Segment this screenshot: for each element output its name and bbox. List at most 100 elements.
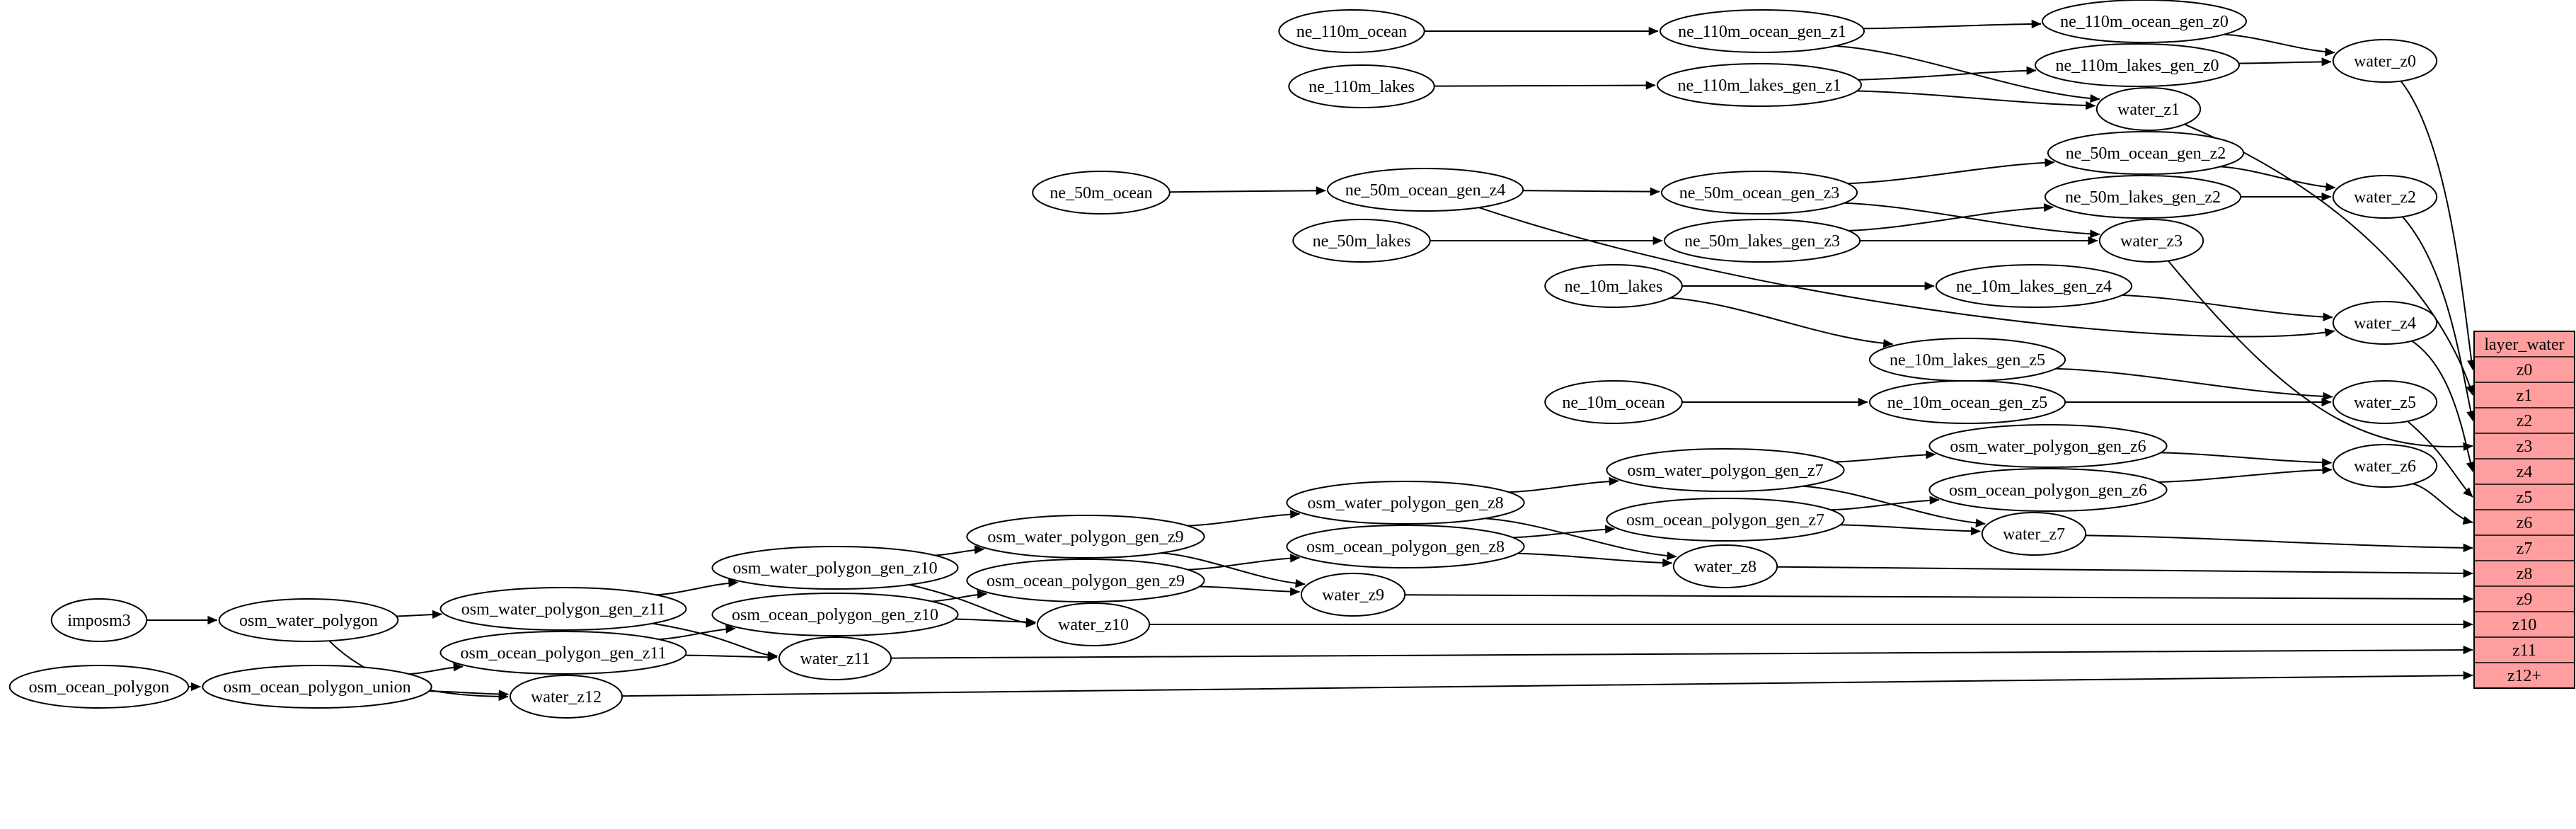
node-osm_water_polygon_gen_z9: osm_water_polygon_gen_z9 bbox=[966, 515, 1205, 559]
node-label-water_z0: water_z0 bbox=[2354, 52, 2416, 71]
node-water_z10: water_z10 bbox=[1036, 602, 1151, 646]
node-ellipse-water_z6 bbox=[2332, 444, 2438, 488]
record-row-z9: z9 bbox=[2517, 590, 2533, 609]
node-label-osm_ocean_polygon_gen_z6: osm_ocean_polygon_gen_z6 bbox=[1949, 481, 2147, 500]
node-label-osm_water_polygon_gen_z7: osm_water_polygon_gen_z7 bbox=[1627, 462, 1823, 480]
node-ellipse-osm_water_polygon_gen_z10 bbox=[711, 546, 959, 590]
edge-osm_ocean_polygon_gen_z7-to-water_z7 bbox=[1840, 524, 1981, 536]
node-ellipse-ne_50m_ocean bbox=[1032, 171, 1171, 215]
edge-ne_110m_lakes_gen_z1-to-water_z1 bbox=[1857, 90, 2096, 110]
node-ellipse-water_z9 bbox=[1300, 573, 1406, 617]
node-label-water_z2: water_z2 bbox=[2354, 188, 2416, 207]
node-ne_50m_ocean_gen_z2: ne_50m_ocean_gen_z2 bbox=[2047, 131, 2245, 175]
node-water_z6: water_z6 bbox=[2332, 444, 2438, 488]
edge-ne_110m_lakes_gen_z0-to-water_z0 bbox=[2238, 57, 2332, 67]
node-ne_50m_lakes_gen_z2: ne_50m_lakes_gen_z2 bbox=[2044, 175, 2242, 219]
node-label-ne_10m_lakes_gen_z5: ne_10m_lakes_gen_z5 bbox=[1890, 351, 2045, 370]
node-ne_10m_ocean: ne_10m_ocean bbox=[1544, 380, 1683, 424]
node-ne_50m_ocean_gen_z4: ne_50m_ocean_gen_z4 bbox=[1326, 168, 1524, 212]
node-ellipse-ne_10m_lakes bbox=[1544, 264, 1683, 308]
node-ellipse-ne_50m_ocean_gen_z2 bbox=[2047, 131, 2245, 175]
record-row-z2: z2 bbox=[2517, 412, 2533, 430]
node-ne_50m_ocean_gen_z3: ne_50m_ocean_gen_z3 bbox=[1660, 171, 1858, 215]
node-ellipse-ne_50m_lakes bbox=[1292, 219, 1431, 263]
edge-water_z6-to-layer_water-z6 bbox=[2413, 483, 2473, 525]
record-header: layer_water bbox=[2484, 336, 2564, 354]
edge-osm_ocean_polygon_gen_z10-to-water_z10 bbox=[955, 617, 1036, 627]
node-label-osm_ocean_polygon_gen_z10: osm_ocean_polygon_gen_z10 bbox=[732, 606, 938, 624]
node-label-ne_110m_lakes_gen_z0: ne_110m_lakes_gen_z0 bbox=[2055, 57, 2219, 75]
node-ellipse-osm_ocean_polygon_gen_z9 bbox=[966, 559, 1205, 602]
edge-osm_ocean_polygon_gen_z10-to-osm_ocean_polygon_gen_z9 bbox=[931, 590, 987, 602]
edge-ne_50m_ocean_gen_z4-to-ne_50m_ocean_gen_z3 bbox=[1522, 187, 1660, 196]
node-label-water_z11: water_z11 bbox=[800, 650, 870, 668]
record-row-z4: z4 bbox=[2517, 463, 2533, 481]
node-label-water_z9: water_z9 bbox=[1322, 586, 1384, 605]
node-label-osm_water_polygon_gen_z11: osm_water_polygon_gen_z11 bbox=[461, 600, 665, 619]
edge-osm_ocean_polygon_gen_z11-to-water_z11 bbox=[685, 653, 778, 662]
node-ellipse-ne_50m_lakes_gen_z2 bbox=[2044, 175, 2242, 219]
edge-water_z3-to-layer_water-z3 bbox=[2167, 260, 2473, 452]
record-row-z5: z5 bbox=[2517, 488, 2533, 507]
edge-water_z4-to-layer_water-z4 bbox=[2411, 340, 2475, 472]
node-osm_ocean_polygon: osm_ocean_polygon bbox=[8, 665, 190, 709]
node-ellipse-osm_water_polygon_gen_z11 bbox=[439, 587, 687, 631]
node-label-water_z6: water_z6 bbox=[2354, 457, 2416, 476]
edge-ne_50m_ocean-to-ne_50m_ocean_gen_z4 bbox=[1169, 186, 1326, 195]
node-label-ne_50m_ocean_gen_z4: ne_50m_ocean_gen_z4 bbox=[1345, 181, 1506, 200]
node-ne_10m_lakes_gen_z4: ne_10m_lakes_gen_z4 bbox=[1935, 264, 2133, 308]
node-label-ne_110m_ocean_gen_z1: ne_110m_ocean_gen_z1 bbox=[1678, 23, 1846, 41]
edge-osm_ocean_polygon_gen_z6-to-water_z6 bbox=[2158, 465, 2333, 483]
record-row-z10: z10 bbox=[2512, 616, 2537, 634]
edge-osm_water_polygon-to-osm_water_polygon_gen_z11 bbox=[396, 610, 442, 619]
node-osm_ocean_polygon_gen_z10: osm_ocean_polygon_gen_z10 bbox=[711, 593, 959, 636]
node-water_z1: water_z1 bbox=[2095, 87, 2202, 131]
node-osm_ocean_polygon_union: osm_ocean_polygon_union bbox=[202, 665, 432, 709]
edge-osm_water_polygon_gen_z8-to-osm_water_polygon_gen_z7 bbox=[1508, 476, 1619, 493]
node-ellipse-water_z4 bbox=[2332, 301, 2438, 345]
node-ne_50m_ocean: ne_50m_ocean bbox=[1032, 171, 1171, 215]
node-label-osm_ocean_polygon: osm_ocean_polygon bbox=[29, 678, 170, 697]
edge-osm_water_polygon_gen_z7-to-osm_water_polygon_gen_z6 bbox=[1834, 450, 1936, 463]
edge-ne_50m_ocean_gen_z3-to-water_z3 bbox=[1844, 202, 2100, 239]
node-imposm3: imposm3 bbox=[50, 598, 148, 642]
node-ne_10m_lakes_gen_z5: ne_10m_lakes_gen_z5 bbox=[1868, 338, 2066, 382]
record-row-z11: z11 bbox=[2512, 641, 2536, 660]
record-row-z0: z0 bbox=[2517, 361, 2533, 379]
edge-water_z12-to-layer_water-z12+ bbox=[622, 670, 2473, 697]
node-water_z4: water_z4 bbox=[2332, 301, 2438, 345]
node-ellipse-ne_50m_ocean_gen_z3 bbox=[1660, 171, 1858, 215]
edge-osm_ocean_polygon_gen_z7-to-osm_ocean_polygon_gen_z6 bbox=[1830, 496, 1940, 511]
node-ellipse-osm_ocean_polygon_gen_z7 bbox=[1606, 498, 1845, 542]
edge-water_z8-to-layer_water-z8 bbox=[1777, 566, 2473, 578]
node-ellipse-osm_water_polygon_gen_z7 bbox=[1606, 448, 1845, 492]
record-row-z1: z1 bbox=[2517, 387, 2533, 405]
node-label-ne_10m_lakes: ne_10m_lakes bbox=[1565, 278, 1663, 296]
edge-ne_50m_ocean_gen_z3-to-ne_50m_ocean_gen_z2 bbox=[1847, 158, 2055, 185]
edge-osm_ocean_polygon_union-to-osm_ocean_polygon_gen_z11 bbox=[408, 663, 464, 675]
node-label-water_z12: water_z12 bbox=[531, 688, 602, 707]
node-ne_110m_ocean: ne_110m_ocean bbox=[1278, 9, 1425, 53]
node-water_z8: water_z8 bbox=[1672, 544, 1778, 588]
node-ne_10m_ocean_gen_z5: ne_10m_ocean_gen_z5 bbox=[1868, 380, 2066, 424]
node-ellipse-osm_water_polygon bbox=[218, 598, 399, 642]
edge-osm_water_polygon_gen_z10-to-osm_water_polygon_gen_z9 bbox=[934, 545, 985, 556]
node-osm_ocean_polygon_gen_z11: osm_ocean_polygon_gen_z11 bbox=[439, 631, 687, 675]
node-osm_water_polygon_gen_z11: osm_water_polygon_gen_z11 bbox=[439, 587, 687, 631]
node-label-osm_ocean_polygon_gen_z9: osm_ocean_polygon_gen_z9 bbox=[987, 572, 1185, 590]
node-osm_ocean_polygon_gen_z6: osm_ocean_polygon_gen_z6 bbox=[1928, 468, 2168, 512]
node-ellipse-osm_ocean_polygon_union bbox=[202, 665, 432, 709]
node-ne_50m_lakes_gen_z3: ne_50m_lakes_gen_z3 bbox=[1663, 219, 1861, 263]
node-label-water_z1: water_z1 bbox=[2117, 101, 2180, 119]
node-ellipse-ne_10m_ocean bbox=[1544, 380, 1683, 424]
node-ellipse-water_z11 bbox=[778, 636, 892, 680]
node-ellipse-water_z8 bbox=[1672, 544, 1778, 588]
node-label-osm_ocean_polygon_union: osm_ocean_polygon_union bbox=[223, 678, 410, 697]
node-ellipse-water_z3 bbox=[2098, 219, 2204, 263]
node-label-water_z8: water_z8 bbox=[1694, 558, 1756, 576]
node-water_z0: water_z0 bbox=[2332, 39, 2438, 83]
node-ellipse-water_z7 bbox=[1981, 512, 2087, 556]
record-row-z12+: z12+ bbox=[2507, 667, 2541, 685]
